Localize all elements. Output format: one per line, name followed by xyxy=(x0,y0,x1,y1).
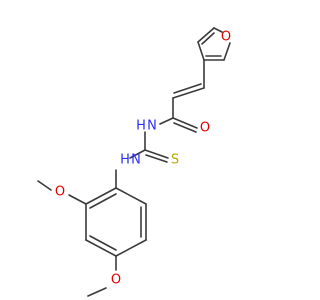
bond-ring-3 xyxy=(115,239,147,257)
bond-carbonyl-c-n xyxy=(159,117,174,125)
bond-ring-6b xyxy=(89,193,117,209)
furan-oxygen-label: O xyxy=(221,30,231,45)
thiourea-core xyxy=(115,131,169,189)
bond-carbonyl-c-o-double xyxy=(173,122,197,133)
bond-ring-4b xyxy=(89,235,117,251)
bond-ring-4 xyxy=(85,239,117,257)
vinyl-linker xyxy=(172,59,205,119)
thione-sulfur-label: S xyxy=(171,153,179,168)
thiourea-nitrogen-label: N xyxy=(131,153,141,168)
bond-vinyl-2 xyxy=(172,87,205,99)
bond-ome1-c-o xyxy=(68,194,87,205)
methoxy-oxygen-2-label: O xyxy=(111,273,121,288)
methoxy-oxygen-1-label: O xyxy=(55,185,65,200)
bond-vinyl-2b xyxy=(173,83,202,94)
dimethoxyphenyl-ring xyxy=(85,187,147,257)
bond-c-s xyxy=(144,149,169,159)
bond-carbonyl-c-o xyxy=(172,117,198,129)
molecule-drawing: O O N H S N H O O xyxy=(37,27,231,297)
carbonyl-group xyxy=(159,117,198,133)
bond-furan-5b xyxy=(201,32,215,45)
bond-furan-1 xyxy=(213,27,223,33)
amide-hydrogen-label: H xyxy=(136,119,146,134)
bond-furan-4 xyxy=(197,41,205,61)
structure-diagram: O O N H S N H O O xyxy=(37,27,232,297)
furan-ring xyxy=(197,27,231,61)
carbonyl-oxygen-label: O xyxy=(200,121,210,136)
bond-ome1-o-ch3 xyxy=(37,180,52,191)
bond-furan-5 xyxy=(197,27,215,43)
bond-ome2-o-ch3 xyxy=(87,287,107,297)
bond-furan-2 xyxy=(223,42,231,61)
bond-ring-6 xyxy=(85,187,117,205)
bond-c-nh2 xyxy=(129,149,146,159)
bond-c-s-double xyxy=(145,154,168,163)
bond-ring-1 xyxy=(115,187,147,205)
methoxy-groups xyxy=(37,180,117,297)
amide-nitrogen-label: N xyxy=(147,119,157,134)
thiourea-hydrogen-label: H xyxy=(120,153,130,168)
